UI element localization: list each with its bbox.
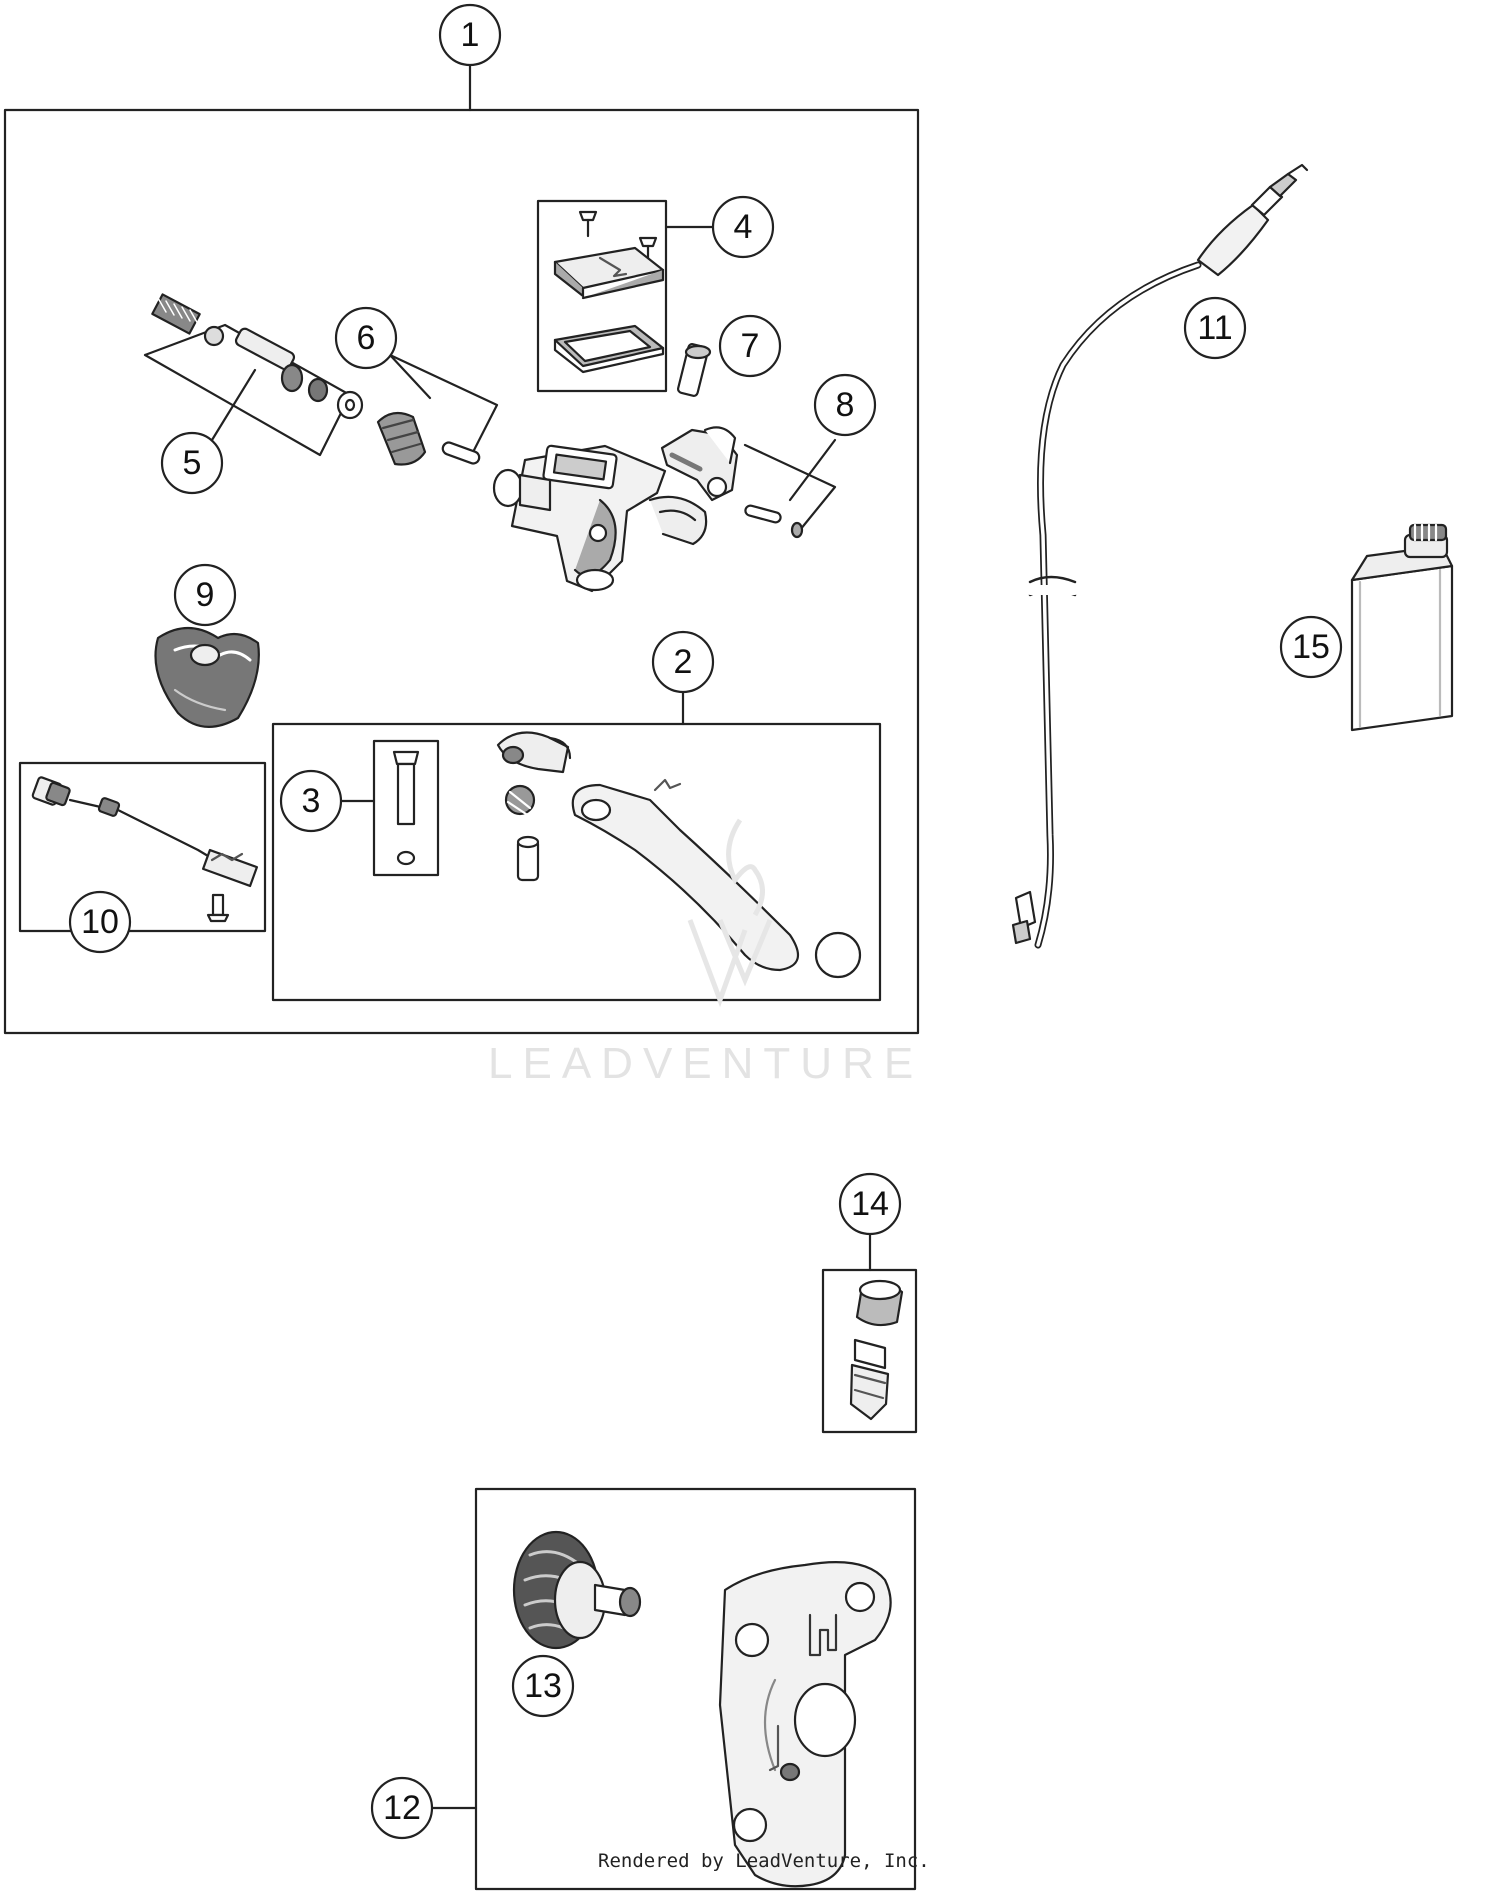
callout-circle-1[interactable] bbox=[438, 3, 502, 67]
adjuster-part bbox=[496, 731, 572, 774]
group-box-12 bbox=[474, 1487, 917, 1891]
brake-caliper-part bbox=[718, 1561, 892, 1888]
callout-label-12: 12 bbox=[383, 1789, 421, 1827]
spring-small-part bbox=[504, 784, 536, 816]
fluid-bottle-part bbox=[1350, 523, 1454, 732]
reservoir-screw-part bbox=[578, 210, 658, 264]
callout-circle-8[interactable] bbox=[813, 373, 877, 437]
callout-label-3: 3 bbox=[302, 782, 321, 820]
spring-part bbox=[151, 293, 201, 335]
watermark-text: LEADVENTURE bbox=[488, 1039, 923, 1088]
callout-label-8: 8 bbox=[836, 386, 855, 424]
caliper-piston-part bbox=[512, 1530, 642, 1650]
callout-circle-9[interactable] bbox=[173, 563, 237, 627]
callout-label-4: 4 bbox=[734, 208, 753, 246]
callout-circle-5[interactable] bbox=[160, 431, 224, 495]
hand-lever-part bbox=[571, 778, 862, 979]
bleed-screw-7-part bbox=[676, 343, 712, 397]
callout-circle-2[interactable] bbox=[651, 630, 715, 694]
callout-label-15: 15 bbox=[1292, 628, 1330, 666]
group-box-1 bbox=[3, 108, 920, 1035]
watermark-logo-icon bbox=[687, 818, 773, 1008]
washer-part bbox=[336, 390, 364, 420]
bleed-screw-14-part bbox=[849, 1279, 904, 1421]
pivot-pin-part bbox=[744, 504, 782, 524]
brake-line-part bbox=[1011, 163, 1309, 949]
callout-label-9: 9 bbox=[196, 576, 215, 614]
group-box-10 bbox=[18, 761, 267, 933]
group-box-4 bbox=[536, 199, 668, 393]
leader-6b bbox=[388, 353, 432, 400]
callout-label-7: 7 bbox=[741, 327, 760, 365]
callout-label-13: 13 bbox=[524, 1667, 562, 1705]
washer-small-part bbox=[203, 325, 225, 347]
callout-label-11: 11 bbox=[1197, 309, 1232, 347]
callout-label-14: 14 bbox=[851, 1185, 889, 1223]
group-box-3 bbox=[372, 739, 440, 877]
credit-text: Rendered by LeadVenture, Inc. bbox=[598, 1850, 930, 1872]
clip-part bbox=[790, 521, 804, 539]
callout-circle-6[interactable] bbox=[334, 306, 398, 370]
reservoir-cover-part bbox=[553, 246, 665, 300]
group-box-2 bbox=[271, 722, 882, 1002]
callout-circle-13[interactable] bbox=[511, 1654, 575, 1718]
seal-part bbox=[307, 377, 329, 403]
leader-6 bbox=[388, 353, 499, 460]
callout-circle-14[interactable] bbox=[838, 1172, 902, 1236]
rubber-boot-part bbox=[376, 411, 427, 466]
leader-5b bbox=[210, 368, 257, 442]
lever-cover-part bbox=[154, 627, 260, 728]
callout-label-10: 10 bbox=[81, 903, 119, 941]
switch-cable-part bbox=[31, 776, 259, 923]
callout-circle-4[interactable] bbox=[711, 195, 775, 259]
callout-circle-10[interactable] bbox=[68, 890, 132, 954]
clamp-part bbox=[660, 426, 739, 502]
master-cylinder-part bbox=[492, 444, 708, 593]
callout-circle-7[interactable] bbox=[718, 314, 782, 378]
piston-part bbox=[234, 327, 304, 393]
callout-circle-12[interactable] bbox=[370, 1776, 434, 1840]
pivot-bolt-part bbox=[392, 750, 420, 866]
bushing-part bbox=[516, 835, 540, 882]
callout-label-5: 5 bbox=[183, 444, 202, 482]
callout-circle-15[interactable] bbox=[1279, 615, 1343, 679]
callout-label-1: 1 bbox=[461, 16, 480, 54]
callout-circle-3[interactable] bbox=[279, 769, 343, 833]
leader-8 bbox=[743, 443, 837, 532]
leader-8b bbox=[788, 438, 837, 502]
callout-circle-11[interactable] bbox=[1183, 296, 1247, 360]
callout-label-6: 6 bbox=[357, 319, 376, 357]
pin-part bbox=[441, 441, 481, 465]
reservoir-membrane-part bbox=[553, 324, 665, 374]
callout-label-2: 2 bbox=[674, 643, 693, 681]
